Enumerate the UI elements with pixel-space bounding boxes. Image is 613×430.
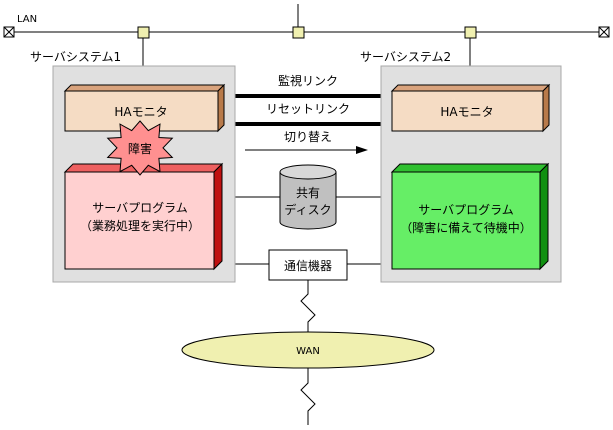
server1-program-line2: （業務処理を実行中）	[80, 218, 200, 233]
server-system-1: サーバシステム1 HAモニタ サーバプログラム （業務処理を実行中） 障害	[30, 50, 236, 283]
shared-disk-icon: 共有 ディスク	[279, 164, 337, 230]
server1-ha-monitor-label: HAモニタ	[114, 105, 167, 119]
comm-device-label: 通信機器	[284, 258, 332, 273]
monitor-link-label: 監視リンク	[278, 73, 338, 88]
server2-program-top	[390, 163, 550, 173]
server2-ha-monitor-top	[390, 84, 551, 92]
server2-program-face	[391, 171, 541, 270]
server2-program-line2: （障害に備えて待機中）	[400, 220, 531, 235]
server1-ha-monitor-side	[217, 83, 225, 133]
failure-burst-icon: 障害	[106, 120, 174, 176]
shared-disk-line1: 共有	[296, 186, 320, 200]
lan-label: LAN	[17, 14, 37, 25]
wan-uplink-zigzag	[300, 280, 316, 333]
server1-program-face	[64, 171, 215, 270]
server2-title: サーバシステム2	[360, 50, 451, 64]
server2-program-side	[539, 162, 549, 271]
lan-terminator-left-icon	[3, 26, 15, 38]
failure-label: 障害	[128, 141, 152, 156]
wan-downlink-zigzag	[300, 368, 316, 425]
lan-node-server1	[137, 26, 150, 39]
server2-ha-monitor-side	[542, 83, 550, 133]
wan-network: WAN	[181, 280, 435, 425]
server2-program-line1: サーバプログラム	[418, 203, 514, 217]
server-system-2: サーバシステム2 HAモニタ サーバプログラム （障害に備えて待機中）	[360, 50, 562, 283]
lan-node-server2	[464, 26, 477, 39]
lan-network: LAN	[3, 4, 610, 66]
shared-disk-body	[279, 172, 337, 230]
shared-disk-top	[279, 164, 337, 180]
server1-ha-monitor-top	[63, 84, 226, 92]
failure-burst-shape	[106, 120, 174, 176]
server2-ha-monitor-label: HAモニタ	[440, 105, 493, 119]
comm-device: 通信機器	[268, 249, 348, 281]
lan-terminator-right-icon	[598, 26, 610, 38]
server2-ha-monitor: HAモニタ	[390, 83, 551, 133]
shared-disk-line2: ディスク	[284, 202, 331, 217]
server1-program-line1: サーバプログラム	[92, 201, 188, 215]
server1-title: サーバシステム1	[30, 50, 121, 64]
server2-program: サーバプログラム （障害に備えて待機中）	[390, 162, 550, 271]
interconnect-lines	[235, 94, 381, 265]
lan-node-center	[292, 26, 305, 39]
server1-ha-monitor: HAモニタ	[63, 83, 226, 133]
reset-link-label: リセットリンク	[266, 102, 350, 116]
server2-ha-monitor-face	[391, 90, 544, 132]
switchover-arrow-head-icon	[356, 146, 368, 154]
comm-device-box	[268, 249, 348, 281]
switchover-label: 切り替え	[284, 130, 332, 144]
server1-program-side	[213, 162, 223, 271]
server1-program: サーバプログラム （業務処理を実行中）	[63, 162, 224, 271]
wan-label: WAN	[296, 346, 320, 357]
